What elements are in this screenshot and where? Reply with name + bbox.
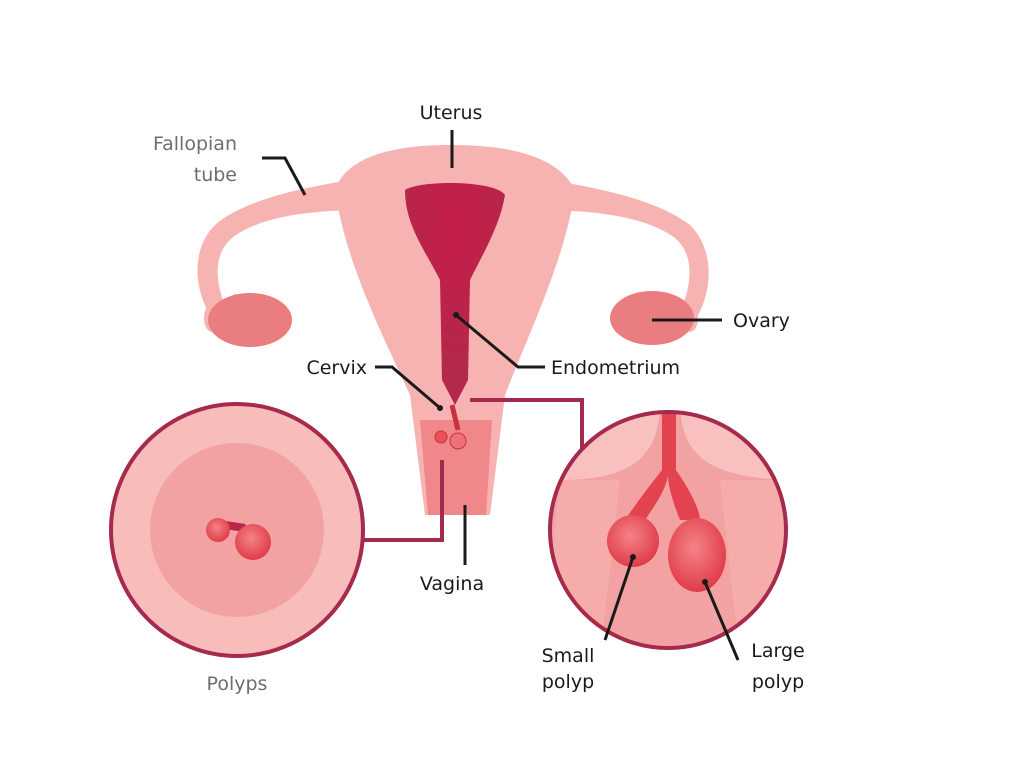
label-uterus: Uterus bbox=[420, 102, 483, 124]
ovary-right bbox=[610, 291, 694, 345]
cervix-polyp-2 bbox=[449, 432, 467, 450]
polyps-view-circle bbox=[109, 402, 365, 658]
label-large-polyp-2: polyp bbox=[752, 671, 804, 693]
vagina-canal bbox=[420, 420, 492, 515]
large-polyp bbox=[668, 518, 726, 592]
ovary-left bbox=[208, 293, 292, 347]
fallopian-tube-left bbox=[197, 175, 380, 315]
polyp-large-top bbox=[235, 524, 271, 560]
label-ovary: Ovary bbox=[733, 310, 790, 332]
label-fallopian-tube-2: tube bbox=[194, 164, 237, 186]
connector-right bbox=[470, 398, 584, 458]
cervix-polyp-1 bbox=[434, 430, 448, 444]
small-polyp bbox=[607, 515, 659, 567]
polyp-small-top bbox=[206, 518, 230, 542]
polyp-side-view-circle bbox=[548, 410, 788, 650]
endometrium bbox=[405, 183, 505, 405]
label-large-polyp-1: Large bbox=[751, 640, 804, 662]
cervix-stalk bbox=[449, 404, 461, 431]
label-fallopian-tube-1: Fallopian bbox=[153, 133, 237, 155]
label-polyps: Polyps bbox=[207, 673, 268, 695]
leader-lines bbox=[262, 130, 740, 661]
label-cervix: Cervix bbox=[306, 357, 367, 379]
label-small-polyp-1: Small bbox=[542, 645, 595, 667]
label-small-polyp-2: polyp bbox=[542, 671, 594, 693]
label-endometrium: Endometrium bbox=[551, 357, 680, 379]
connector-left bbox=[364, 460, 444, 542]
label-vagina: Vagina bbox=[420, 573, 484, 595]
